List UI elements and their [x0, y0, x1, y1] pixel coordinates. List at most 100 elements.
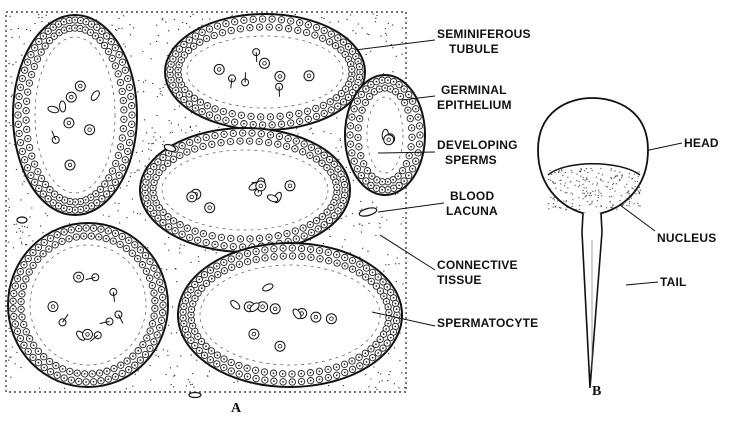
epithelial-nucleus: [359, 66, 361, 68]
epithelial-nucleus: [398, 185, 400, 187]
epithelial-nucleus: [357, 168, 359, 170]
epithelial-nucleus: [122, 61, 124, 63]
epithelial-nucleus: [355, 56, 357, 58]
epithelial-nucleus: [327, 252, 329, 254]
epithelial-nucleus: [186, 151, 188, 153]
epithelial-nucleus: [385, 328, 387, 330]
epithelial-nucleus: [342, 179, 344, 181]
epithelial-nucleus: [249, 238, 251, 240]
epithelial-nucleus: [153, 267, 155, 269]
epithelial-nucleus: [232, 133, 234, 135]
epithelial-nucleus: [277, 235, 279, 237]
epithelial-nucleus: [348, 58, 350, 60]
epithelial-nucleus: [217, 117, 219, 119]
epithelial-nucleus: [95, 35, 97, 37]
spermatocyte: [326, 314, 336, 324]
epithelial-nucleus: [341, 93, 343, 95]
epithelial-nucleus: [336, 366, 338, 368]
epithelial-nucleus: [38, 188, 40, 190]
epithelial-nucleus: [27, 258, 29, 260]
epithelial-nucleus: [323, 105, 325, 107]
spermatocyte: [260, 58, 270, 68]
epithelial-nucleus: [337, 37, 339, 39]
epithelial-nucleus: [412, 168, 414, 170]
epithelial-nucleus: [156, 274, 158, 276]
epithelial-nucleus: [142, 264, 144, 266]
blood-lacuna: [17, 217, 27, 223]
spermatocyte: [65, 160, 75, 170]
epithelial-nucleus: [49, 361, 51, 363]
epithelial-nucleus: [316, 116, 318, 118]
epithelial-nucleus: [396, 314, 398, 316]
label-head: HEAD: [684, 136, 719, 151]
epithelial-nucleus: [217, 274, 219, 276]
epithelial-nucleus: [220, 142, 222, 144]
epithelial-nucleus: [20, 338, 22, 340]
epithelial-nucleus: [287, 138, 289, 140]
epithelial-nucleus: [398, 84, 400, 86]
epithelial-nucleus: [214, 135, 216, 137]
epithelial-nucleus: [145, 181, 147, 183]
epithelial-nucleus: [251, 132, 253, 134]
epithelial-nucleus: [53, 35, 55, 37]
epithelial-nucleus: [298, 113, 300, 115]
epithelial-nucleus: [286, 145, 288, 147]
epithelial-nucleus: [230, 258, 232, 260]
epithelial-nucleus: [326, 167, 328, 169]
epithelial-nucleus: [162, 222, 164, 224]
epithelial-nucleus: [234, 121, 236, 123]
epithelial-nucleus: [84, 29, 86, 31]
epithelial-nucleus: [268, 26, 270, 28]
epithelial-nucleus: [205, 345, 207, 347]
epithelial-nucleus: [63, 207, 65, 209]
epithelial-nucleus: [123, 128, 125, 130]
epithelial-nucleus: [21, 78, 23, 80]
epithelial-nucleus: [294, 148, 296, 150]
epithelial-nucleus: [31, 155, 33, 157]
epithelial-nucleus: [74, 209, 76, 211]
epithelial-nucleus: [91, 23, 93, 25]
epithelial-nucleus: [345, 88, 347, 90]
epithelial-nucleus: [255, 251, 257, 253]
epithelial-nucleus: [357, 137, 359, 139]
epithelial-nucleus: [48, 248, 50, 250]
epithelial-nucleus: [351, 68, 353, 70]
epithelial-nucleus: [21, 293, 23, 295]
label-developing-sperms: DEVELOPING SPERMS: [437, 138, 518, 168]
epithelial-nucleus: [63, 231, 65, 233]
epithelial-nucleus: [340, 49, 342, 51]
epithelial-nucleus: [153, 197, 155, 199]
epithelial-nucleus: [387, 79, 389, 81]
epithelial-nucleus: [175, 53, 177, 55]
epithelial-nucleus: [289, 114, 291, 116]
epithelial-nucleus: [270, 134, 272, 136]
epithelial-nucleus: [314, 34, 316, 36]
epithelial-nucleus: [306, 32, 308, 34]
epithelial-nucleus: [360, 155, 362, 157]
epithelial-nucleus: [21, 151, 23, 153]
epithelial-nucleus: [186, 227, 188, 229]
epithelial-nucleus: [145, 354, 147, 356]
epithelial-nucleus: [162, 211, 164, 213]
epithelial-nucleus: [277, 143, 279, 145]
spermatocyte: [75, 81, 85, 91]
epithelial-nucleus: [202, 146, 204, 148]
epithelial-nucleus: [21, 316, 23, 318]
epithelial-nucleus: [329, 101, 331, 103]
epithelial-nucleus: [353, 108, 355, 110]
epithelial-nucleus: [194, 345, 196, 347]
label-head-text: HEAD: [684, 136, 719, 150]
epithelial-nucleus: [282, 373, 284, 375]
epithelial-nucleus: [259, 26, 261, 28]
epithelial-nucleus: [300, 373, 302, 375]
epithelial-nucleus: [291, 381, 293, 383]
epithelial-nucleus: [359, 365, 361, 367]
epithelial-nucleus: [52, 202, 54, 204]
tubule-wall: [8, 223, 168, 387]
spermatocyte: [85, 125, 95, 135]
epithelial-nucleus: [247, 253, 249, 255]
epithelial-nucleus: [34, 47, 36, 49]
seminiferous-tubule: [8, 223, 168, 387]
epithelial-nucleus: [223, 111, 225, 113]
epithelial-nucleus: [205, 137, 207, 139]
